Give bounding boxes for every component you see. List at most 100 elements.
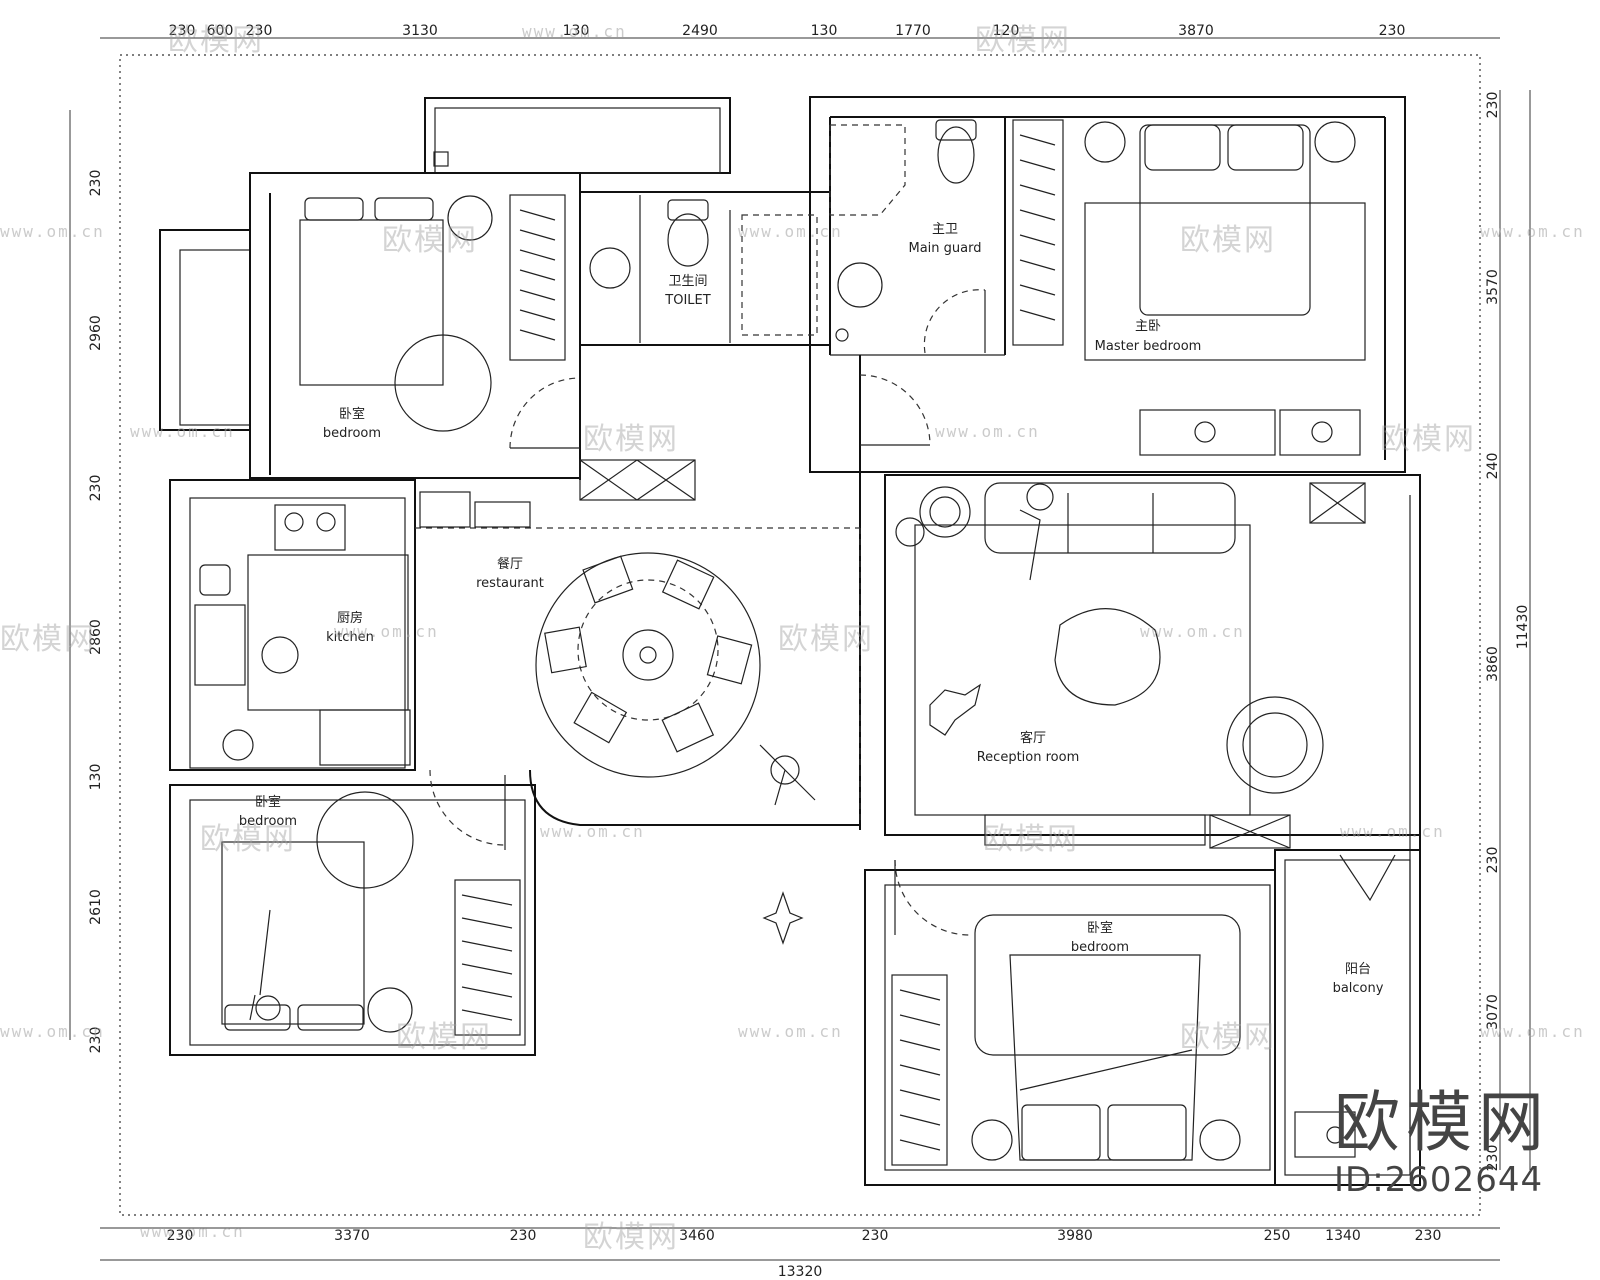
wardrobe-nw bbox=[509, 194, 566, 361]
bed-sw bbox=[221, 791, 521, 1036]
label-master-bedroom-cn: 主卧 bbox=[1135, 319, 1161, 334]
label-bedroom-nw-en: bedroom bbox=[323, 426, 381, 441]
watermark-url: www.om.cn bbox=[0, 1022, 105, 1041]
watermark-url: www.om.cn bbox=[1340, 822, 1445, 841]
dim-top-3: 230 bbox=[246, 23, 273, 39]
dim-left-5: 130 bbox=[88, 764, 104, 791]
label-master-bedroom-en: Master bedroom bbox=[1095, 339, 1202, 354]
dim-top-1: 230 bbox=[169, 23, 196, 39]
label-reception-en: Reception room bbox=[977, 750, 1080, 765]
kitchen-fixtures bbox=[194, 504, 411, 766]
watermark-logo: 欧模网 bbox=[168, 23, 264, 58]
label-balcony-cn: 阳台 bbox=[1345, 962, 1371, 977]
dim-top-5: 130 bbox=[563, 23, 590, 39]
furniture bbox=[194, 119, 1396, 1166]
label-bedroom-sw-en: bedroom bbox=[239, 814, 297, 829]
label-toilet-cn: 卫生间 bbox=[668, 274, 707, 289]
label-bedroom-nw-cn: 卧室 bbox=[339, 406, 365, 422]
dim-left-6: 2610 bbox=[88, 889, 104, 925]
dim-right-7: 230 bbox=[1485, 1145, 1501, 1172]
bed-se bbox=[891, 914, 1241, 1166]
watermark-url: www.om.cn bbox=[738, 1022, 843, 1041]
bed-nw bbox=[299, 195, 493, 432]
label-kitchen-cn: 厨房 bbox=[337, 610, 363, 626]
dim-top-4: 3130 bbox=[402, 23, 438, 39]
dim-right-5: 230 bbox=[1485, 847, 1501, 874]
label-bedroom-se-en: bedroom bbox=[1071, 940, 1129, 955]
bed-master bbox=[1084, 121, 1366, 456]
top-dimension-labels: 230 600 230 3130 130 2490 130 1770 120 3… bbox=[169, 23, 1406, 39]
dim-top-6: 2490 bbox=[682, 23, 718, 39]
watermark-logo: 欧模网 bbox=[983, 822, 1079, 857]
doors bbox=[415, 289, 986, 936]
watermark-logo: 欧模网 bbox=[0, 622, 96, 657]
bottom-dimension-labels: 230 3370 230 3460 230 3980 250 1340 230 … bbox=[167, 1228, 1442, 1280]
watermark-url: www.om.cn bbox=[1480, 1022, 1585, 1041]
watermark-logo: 欧模网 bbox=[200, 822, 296, 857]
watermark-logo: 欧模网 bbox=[396, 1020, 492, 1055]
watermark-logo: 欧模网 bbox=[583, 422, 679, 457]
dim-top-2: 600 bbox=[207, 23, 234, 39]
toilet-fixtures bbox=[589, 199, 818, 336]
dimension-lines bbox=[69, 37, 1531, 1261]
label-main-guard-en: Main guard bbox=[909, 241, 982, 256]
dim-right-2: 3570 bbox=[1485, 269, 1501, 305]
dim-bottom-7: 250 bbox=[1264, 1228, 1291, 1244]
star-decoration bbox=[762, 891, 804, 945]
watermark-url: www.om.cn bbox=[0, 222, 105, 241]
dim-bottom-4: 3460 bbox=[679, 1228, 715, 1244]
hall-cabinets bbox=[419, 459, 696, 528]
dim-left-4: 2860 bbox=[88, 619, 104, 655]
dim-bottom-1: 230 bbox=[167, 1228, 194, 1244]
walls bbox=[159, 96, 1421, 1186]
watermark-logo: 欧模网 bbox=[1380, 422, 1476, 457]
watermark-url: www.om.cn bbox=[130, 422, 235, 441]
watermark-url: www.om.cn bbox=[1480, 222, 1585, 241]
dim-left-1: 230 bbox=[88, 170, 104, 197]
dim-left-2: 2960 bbox=[88, 315, 104, 351]
dim-right-6: 3070 bbox=[1485, 994, 1501, 1030]
watermark-url: www.om.cn bbox=[334, 622, 439, 641]
label-balcony-en: balcony bbox=[1333, 981, 1384, 996]
label-reception-cn: 客厅 bbox=[1020, 730, 1046, 746]
dim-top-9: 120 bbox=[993, 23, 1020, 39]
watermark-logo: 欧模网 bbox=[1180, 1020, 1276, 1055]
model-id: ID:2602644 bbox=[1334, 1160, 1544, 1200]
watermark-url: www.om.cn bbox=[522, 22, 627, 41]
right-dimension-labels: 230 3570 240 3860 230 3070 230 11430 bbox=[1485, 92, 1531, 1172]
dim-right-4: 3860 bbox=[1485, 646, 1501, 682]
dim-bottom-6: 3980 bbox=[1057, 1228, 1093, 1244]
watermark-url: www.om.cn bbox=[738, 222, 843, 241]
label-toilet-en: TOILET bbox=[664, 293, 710, 308]
label-restaurant-cn: 餐厅 bbox=[497, 556, 523, 572]
brand-logo-text: 欧模网 bbox=[1334, 1084, 1550, 1162]
dim-bottom-5: 230 bbox=[862, 1228, 889, 1244]
people bbox=[249, 483, 1054, 1021]
corner-brand: 欧模网 ID:2602644 bbox=[1334, 1087, 1550, 1200]
label-main-guard-cn: 主卫 bbox=[932, 222, 958, 237]
watermark-logo: 欧模网 bbox=[583, 1220, 679, 1255]
watermark-logo: 欧模网 bbox=[382, 223, 478, 258]
label-bedroom-sw-cn: 卧室 bbox=[255, 794, 281, 810]
watermark-url: www.om.cn bbox=[140, 1222, 245, 1241]
watermark-url: www.om.cn bbox=[540, 822, 645, 841]
main-guard-fixtures bbox=[829, 119, 977, 342]
label-kitchen-en: kitchen bbox=[326, 630, 374, 645]
wardrobe-master bbox=[1012, 119, 1064, 346]
dim-top-8: 1770 bbox=[895, 23, 931, 39]
room-labels: 卧室 bedroom 卫生间 TOILET 主卫 Main guard 主卧 M… bbox=[239, 222, 1384, 996]
dim-right-1: 230 bbox=[1485, 92, 1501, 119]
watermark-logo: 欧模网 bbox=[975, 23, 1071, 58]
dim-left-3: 230 bbox=[88, 475, 104, 502]
dim-bottom-9: 230 bbox=[1415, 1228, 1442, 1244]
dim-total-width: 13320 bbox=[778, 1264, 823, 1280]
dim-total-height: 11430 bbox=[1515, 605, 1531, 650]
watermark-logo: 欧模网 bbox=[778, 622, 874, 657]
living-room-furniture bbox=[895, 482, 1366, 849]
balcony-fixtures bbox=[1294, 854, 1396, 1158]
dim-left-7: 230 bbox=[88, 1027, 104, 1054]
dim-bottom-2: 3370 bbox=[334, 1228, 370, 1244]
watermark-url: www.om.cn bbox=[935, 422, 1040, 441]
watermark-url: www.om.cn bbox=[1140, 622, 1245, 641]
